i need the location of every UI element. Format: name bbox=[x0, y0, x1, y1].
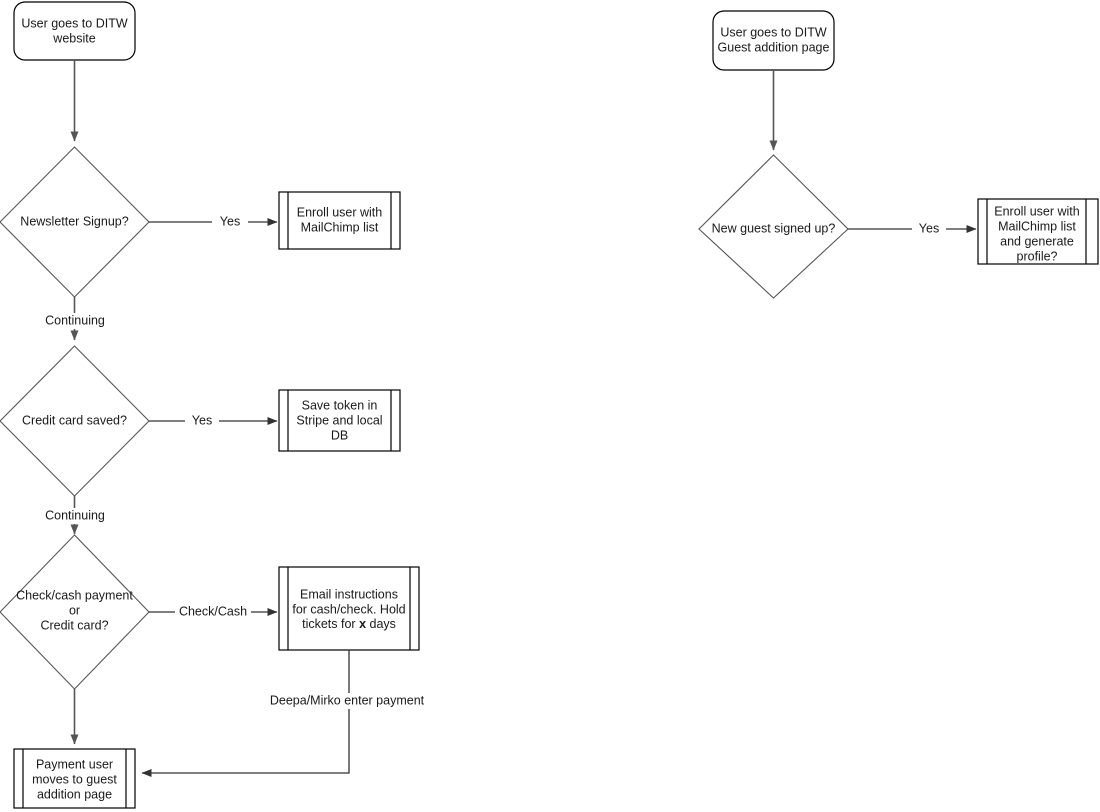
decision-new-guest-shape bbox=[698, 154, 849, 299]
edge-label-yes-creditcard-bg bbox=[185, 413, 219, 429]
node-process-enroll-generate-profile[interactable]: Enroll user with MailChimp list and gene… bbox=[977, 198, 1099, 265]
node-decision-credit-card-saved[interactable]: Credit card saved? bbox=[0, 345, 150, 497]
process-payment-user-line2: moves to guest bbox=[32, 772, 117, 786]
edge-label-check-cash: Check/Cash bbox=[179, 604, 247, 618]
edge-label-continuing-2-bg bbox=[44, 508, 106, 524]
edge-label-continuing-1-bg bbox=[44, 313, 106, 329]
edge-label-yes-new-guest: Yes bbox=[919, 221, 939, 235]
start-ditw-website-line1: User goes to DITW bbox=[21, 16, 127, 30]
process-save-token-line3: DB bbox=[331, 428, 348, 442]
process-payment-user-line3: addition page bbox=[37, 787, 112, 801]
node-decision-newsletter-signup[interactable]: Newsletter Signup? bbox=[0, 146, 150, 298]
process-enroll-profile-line1: Enroll user with bbox=[994, 204, 1079, 218]
start-guest-addition-line1: User goes to DITW bbox=[720, 25, 826, 39]
process-save-token-line1: Save token in bbox=[302, 398, 378, 412]
decision-payment-method-line3: Credit card? bbox=[40, 618, 108, 632]
start-ditw-website-line2: website bbox=[52, 31, 95, 45]
decision-payment-method-line2: or bbox=[69, 603, 80, 617]
node-decision-new-guest-signed-up[interactable]: New guest signed up? bbox=[698, 154, 849, 299]
node-process-email-instructions[interactable]: Email instructions for cash/check. Hold … bbox=[278, 566, 420, 651]
process-save-token-line2: Stripe and local bbox=[296, 413, 382, 427]
process-enroll-mailchimp-line2: MailChimp list bbox=[301, 220, 379, 234]
process-enroll-profile-shape bbox=[977, 198, 1099, 265]
process-email-line3-pre: tickets for bbox=[302, 617, 359, 631]
process-email-instructions-line3: tickets for x days bbox=[302, 617, 396, 631]
process-email-instructions-line1: Email instructions bbox=[300, 587, 398, 601]
process-payment-user-line1: Payment user bbox=[36, 757, 113, 771]
edge-label-continuing-1: Continuing bbox=[45, 313, 105, 327]
process-enroll-profile-line2: MailChimp list bbox=[998, 219, 1076, 233]
node-decision-payment-method[interactable]: Check/cash payment or Credit card? bbox=[0, 534, 150, 690]
edge-email-to-payment-user bbox=[141, 650, 350, 777]
node-process-save-token-stripe[interactable]: Save token in Stripe and local DB bbox=[278, 389, 401, 452]
decision-newsletter-label: Newsletter Signup? bbox=[20, 214, 128, 228]
process-email-instructions-line2: for cash/check. Hold bbox=[292, 602, 405, 616]
node-start-ditw-website[interactable]: User goes to DITW website bbox=[13, 1, 136, 61]
decision-new-guest-label: New guest signed up? bbox=[712, 221, 836, 235]
edge-label-yes-new-guest-bg bbox=[912, 221, 946, 237]
process-enroll-profile-line4: profile? bbox=[1017, 249, 1058, 263]
process-enroll-mailchimp-shape bbox=[278, 191, 401, 250]
start-guest-addition-line2: Guest addition page bbox=[718, 40, 830, 54]
edge-label-deepa-mirko-bg bbox=[268, 693, 426, 709]
process-enroll-profile-line3: and generate bbox=[1000, 234, 1074, 248]
edge-label-deepa-mirko: Deepa/Mirko enter payment bbox=[270, 693, 425, 707]
process-email-line3-post: days bbox=[366, 617, 396, 631]
edge-label-yes-newsletter: Yes bbox=[220, 214, 240, 228]
process-email-line3-bold: x bbox=[359, 617, 366, 631]
node-process-payment-user-guest-addition[interactable]: Payment user moves to guest addition pag… bbox=[13, 748, 136, 809]
edge-label-check-cash-bg bbox=[175, 604, 251, 620]
process-save-token-shape bbox=[278, 389, 401, 452]
decision-payment-method-line1: Check/cash payment bbox=[16, 588, 133, 602]
edge-label-continuing-2: Continuing bbox=[45, 508, 105, 522]
edge-label-yes-newsletter-bg bbox=[212, 214, 248, 230]
process-email-instructions-shape bbox=[278, 566, 420, 651]
edge-label-yes-creditcard: Yes bbox=[192, 413, 212, 427]
node-start-ditw-guest-addition[interactable]: User goes to DITW Guest addition page bbox=[712, 10, 835, 71]
node-process-enroll-mailchimp[interactable]: Enroll user with MailChimp list bbox=[278, 191, 401, 250]
process-enroll-mailchimp-line1: Enroll user with bbox=[297, 205, 382, 219]
process-payment-user-shape bbox=[13, 748, 136, 809]
decision-credit-card-label: Credit card saved? bbox=[22, 413, 127, 427]
